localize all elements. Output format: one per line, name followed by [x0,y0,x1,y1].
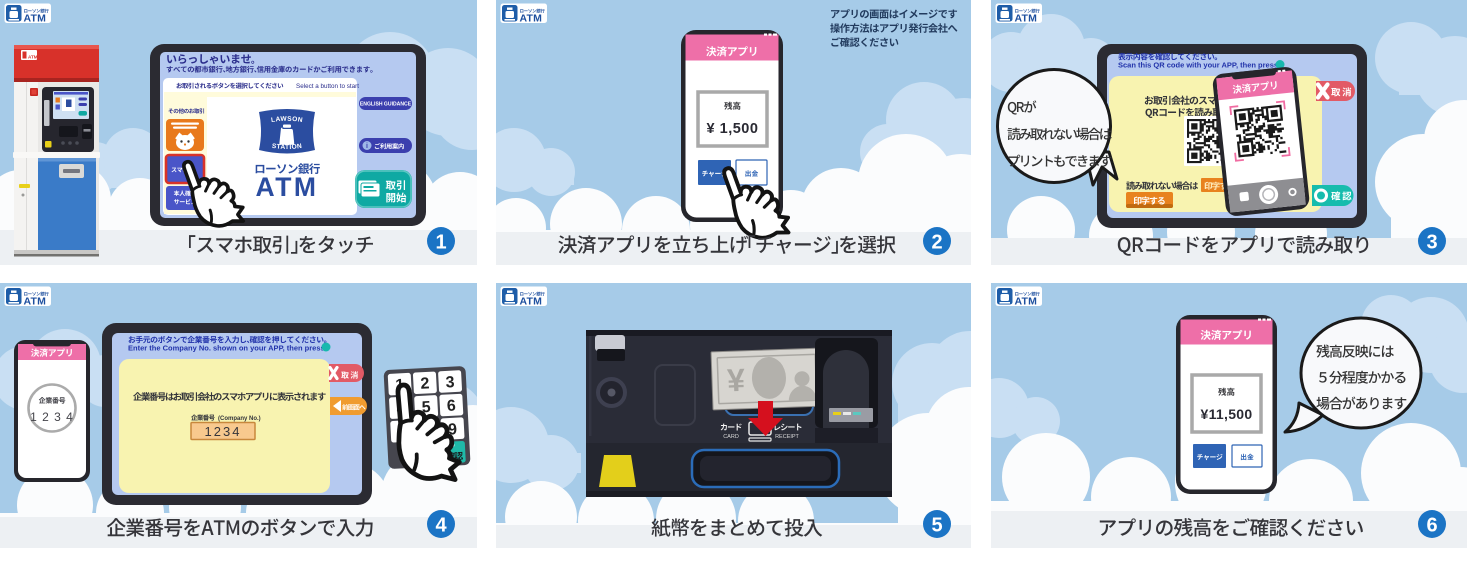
svg-text:1234: 1234 [205,424,242,439]
svg-text:¥: ¥ [726,362,745,399]
svg-text:9: 9 [448,421,458,438]
svg-text:(Company No.): (Company No.) [218,416,261,422]
svg-text:2: 2 [420,375,430,392]
svg-text:5: 5 [421,399,431,416]
svg-text:Select a button to start: Select a button to start [296,83,359,90]
svg-text:¥ 1,500: ¥ 1,500 [707,121,759,137]
svg-text:3: 3 [445,374,455,391]
svg-text:¥11,500: ¥11,500 [1201,406,1253,422]
svg-text:5: 5 [931,515,942,537]
svg-text:6: 6 [446,398,456,415]
svg-text:1 2 3 4: 1 2 3 4 [30,410,74,424]
svg-text:Scan this QR code with your AP: Scan this QR code with your APP, then pr… [1118,61,1278,70]
svg-text:LAWSON: LAWSON [271,116,304,124]
svg-text:1: 1 [435,232,446,254]
svg-text:6: 6 [1426,515,1437,537]
svg-text:ENGLISH GUIDANCE: ENGLISH GUIDANCE [360,102,412,108]
svg-text:3: 3 [1426,232,1437,254]
svg-text:2: 2 [931,232,942,254]
svg-text:STATION: STATION [271,143,302,151]
svg-text:RECEIPT: RECEIPT [775,434,799,440]
svg-text:CARD: CARD [723,434,739,440]
svg-text:4: 4 [435,515,447,537]
svg-text:ATM: ATM [28,55,38,60]
svg-text:i: i [366,143,368,150]
svg-text:Enter the Company No. shown on: Enter the Company No. shown on your APP,… [128,344,325,353]
svg-text:ATM: ATM [256,172,319,202]
